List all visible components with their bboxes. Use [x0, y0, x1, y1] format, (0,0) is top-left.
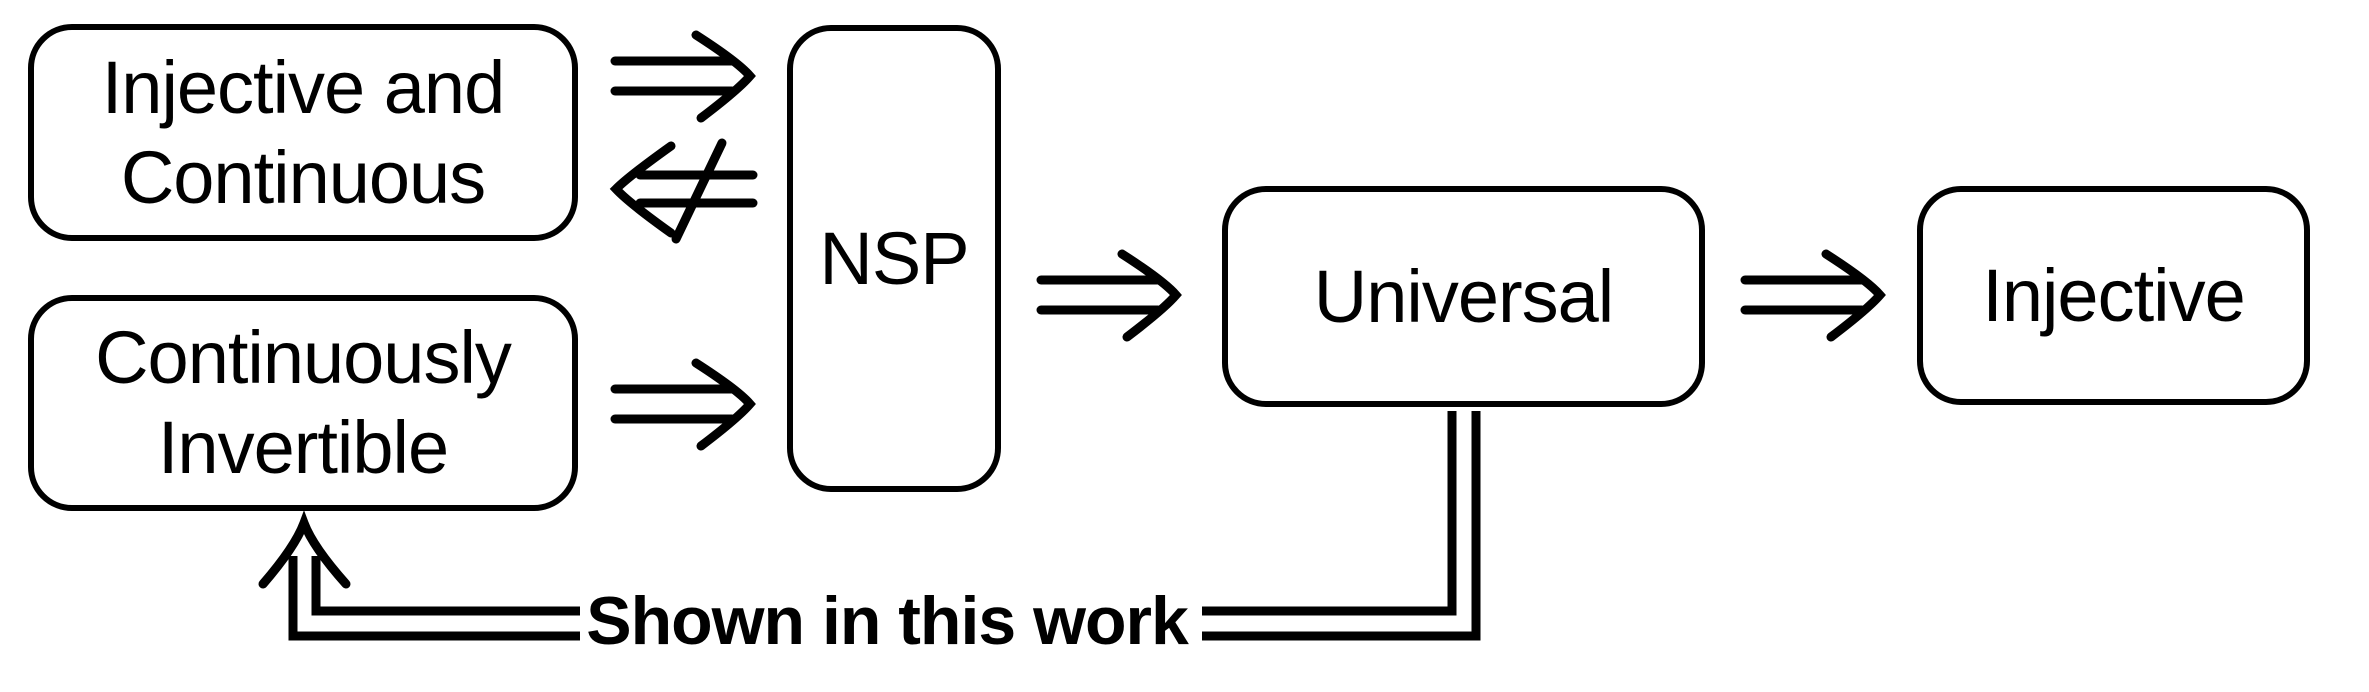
node-injective-and-continuous: Injective and Continuous	[28, 24, 578, 241]
node-label: Injective and Continuous	[101, 45, 505, 219]
double-arrow-right-icon	[1036, 249, 1182, 342]
node-label: Universal	[1313, 254, 1614, 338]
double-line-elbow-up-arrow-icon	[258, 411, 1481, 641]
node-label: NSP	[819, 216, 969, 300]
node-injective: Injective	[1917, 186, 2310, 405]
shown-in-this-work-label: Shown in this work	[586, 583, 1189, 659]
double-arrow-right-icon	[610, 358, 756, 451]
double-arrow-left-negated-icon	[609, 138, 758, 244]
node-label: Continuously Invertible	[95, 316, 512, 489]
node-universal: Universal	[1222, 186, 1705, 407]
double-arrow-right-icon	[610, 30, 756, 123]
double-arrow-right-icon	[1740, 249, 1886, 342]
node-label: Injective	[1982, 253, 2245, 337]
node-continuously-invertible: Continuously Invertible	[28, 295, 578, 511]
node-nsp: NSP	[787, 25, 1001, 492]
